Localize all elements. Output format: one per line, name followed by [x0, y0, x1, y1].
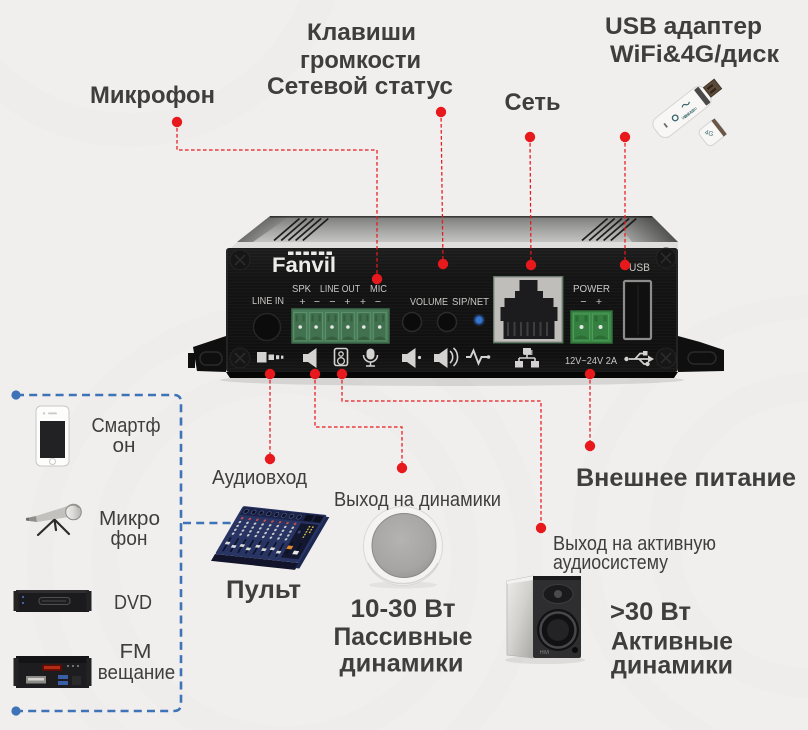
svg-text:Аудиовход: Аудиовход — [212, 467, 307, 489]
svg-text:HiVi: HiVi — [540, 650, 549, 656]
svg-text:Fanvil: Fanvil — [272, 254, 336, 277]
svg-text:−: − — [314, 296, 320, 308]
svg-text:+: + — [299, 296, 305, 308]
svg-text:громкости: громкости — [300, 47, 421, 74]
svg-text:>30 Вт: >30 Вт — [610, 598, 691, 626]
svg-text:Пассивные: Пассивные — [334, 623, 473, 651]
svg-text:Активные: Активные — [611, 628, 733, 656]
svg-text:4G: 4G — [704, 129, 714, 138]
svg-text:вещание: вещание — [98, 661, 175, 684]
svg-text:Сетевой статус: Сетевой статус — [267, 73, 453, 100]
svg-text:−: − — [329, 296, 335, 308]
svg-text:−: − — [580, 296, 586, 308]
svg-text:Смартф: Смартф — [92, 415, 161, 437]
svg-text:12V~24V 2A: 12V~24V 2A — [565, 356, 617, 367]
svg-text:POWER: POWER — [573, 284, 610, 295]
svg-text:10-30 Вт: 10-30 Вт — [351, 595, 456, 623]
svg-text:WiFi&4G/диск: WiFi&4G/диск — [610, 41, 780, 68]
svg-text:+: + — [596, 296, 602, 308]
svg-text:Выход на активную: Выход на активную — [553, 533, 716, 555]
svg-text:Пульт: Пульт — [226, 576, 301, 604]
svg-text:FM: FM — [120, 641, 152, 663]
svg-text:Внешнее питание: Внешнее питание — [576, 464, 796, 492]
svg-text:USB: USB — [629, 262, 650, 274]
svg-text:LINE OUT: LINE OUT — [320, 284, 360, 295]
svg-text:LINE IN: LINE IN — [252, 296, 284, 307]
svg-text:USB адаптер: USB адаптер — [605, 13, 762, 40]
svg-text:фон: фон — [111, 528, 148, 550]
svg-text:он: он — [113, 435, 136, 457]
svg-text:Клавиши: Клавиши — [307, 19, 416, 46]
svg-text:SIP/NET: SIP/NET — [452, 297, 489, 308]
svg-text:+: + — [360, 296, 366, 308]
svg-text:MIC: MIC — [370, 284, 387, 295]
svg-text:динамики: динамики — [611, 652, 733, 680]
svg-text:VOLUME: VOLUME — [410, 297, 448, 308]
svg-text:аудиосистему: аудиосистему — [553, 552, 668, 574]
svg-text:+: + — [344, 296, 350, 308]
svg-text:SPK: SPK — [292, 284, 311, 295]
svg-text:Микрофон: Микрофон — [90, 82, 215, 109]
svg-text:−: − — [375, 296, 381, 308]
svg-text:Выход на динамики: Выход на динамики — [334, 489, 501, 511]
svg-text:DVD: DVD — [114, 592, 152, 614]
svg-text:Микро: Микро — [99, 508, 160, 530]
svg-text:динамики: динамики — [340, 650, 464, 678]
svg-text:Сеть: Сеть — [505, 89, 561, 116]
